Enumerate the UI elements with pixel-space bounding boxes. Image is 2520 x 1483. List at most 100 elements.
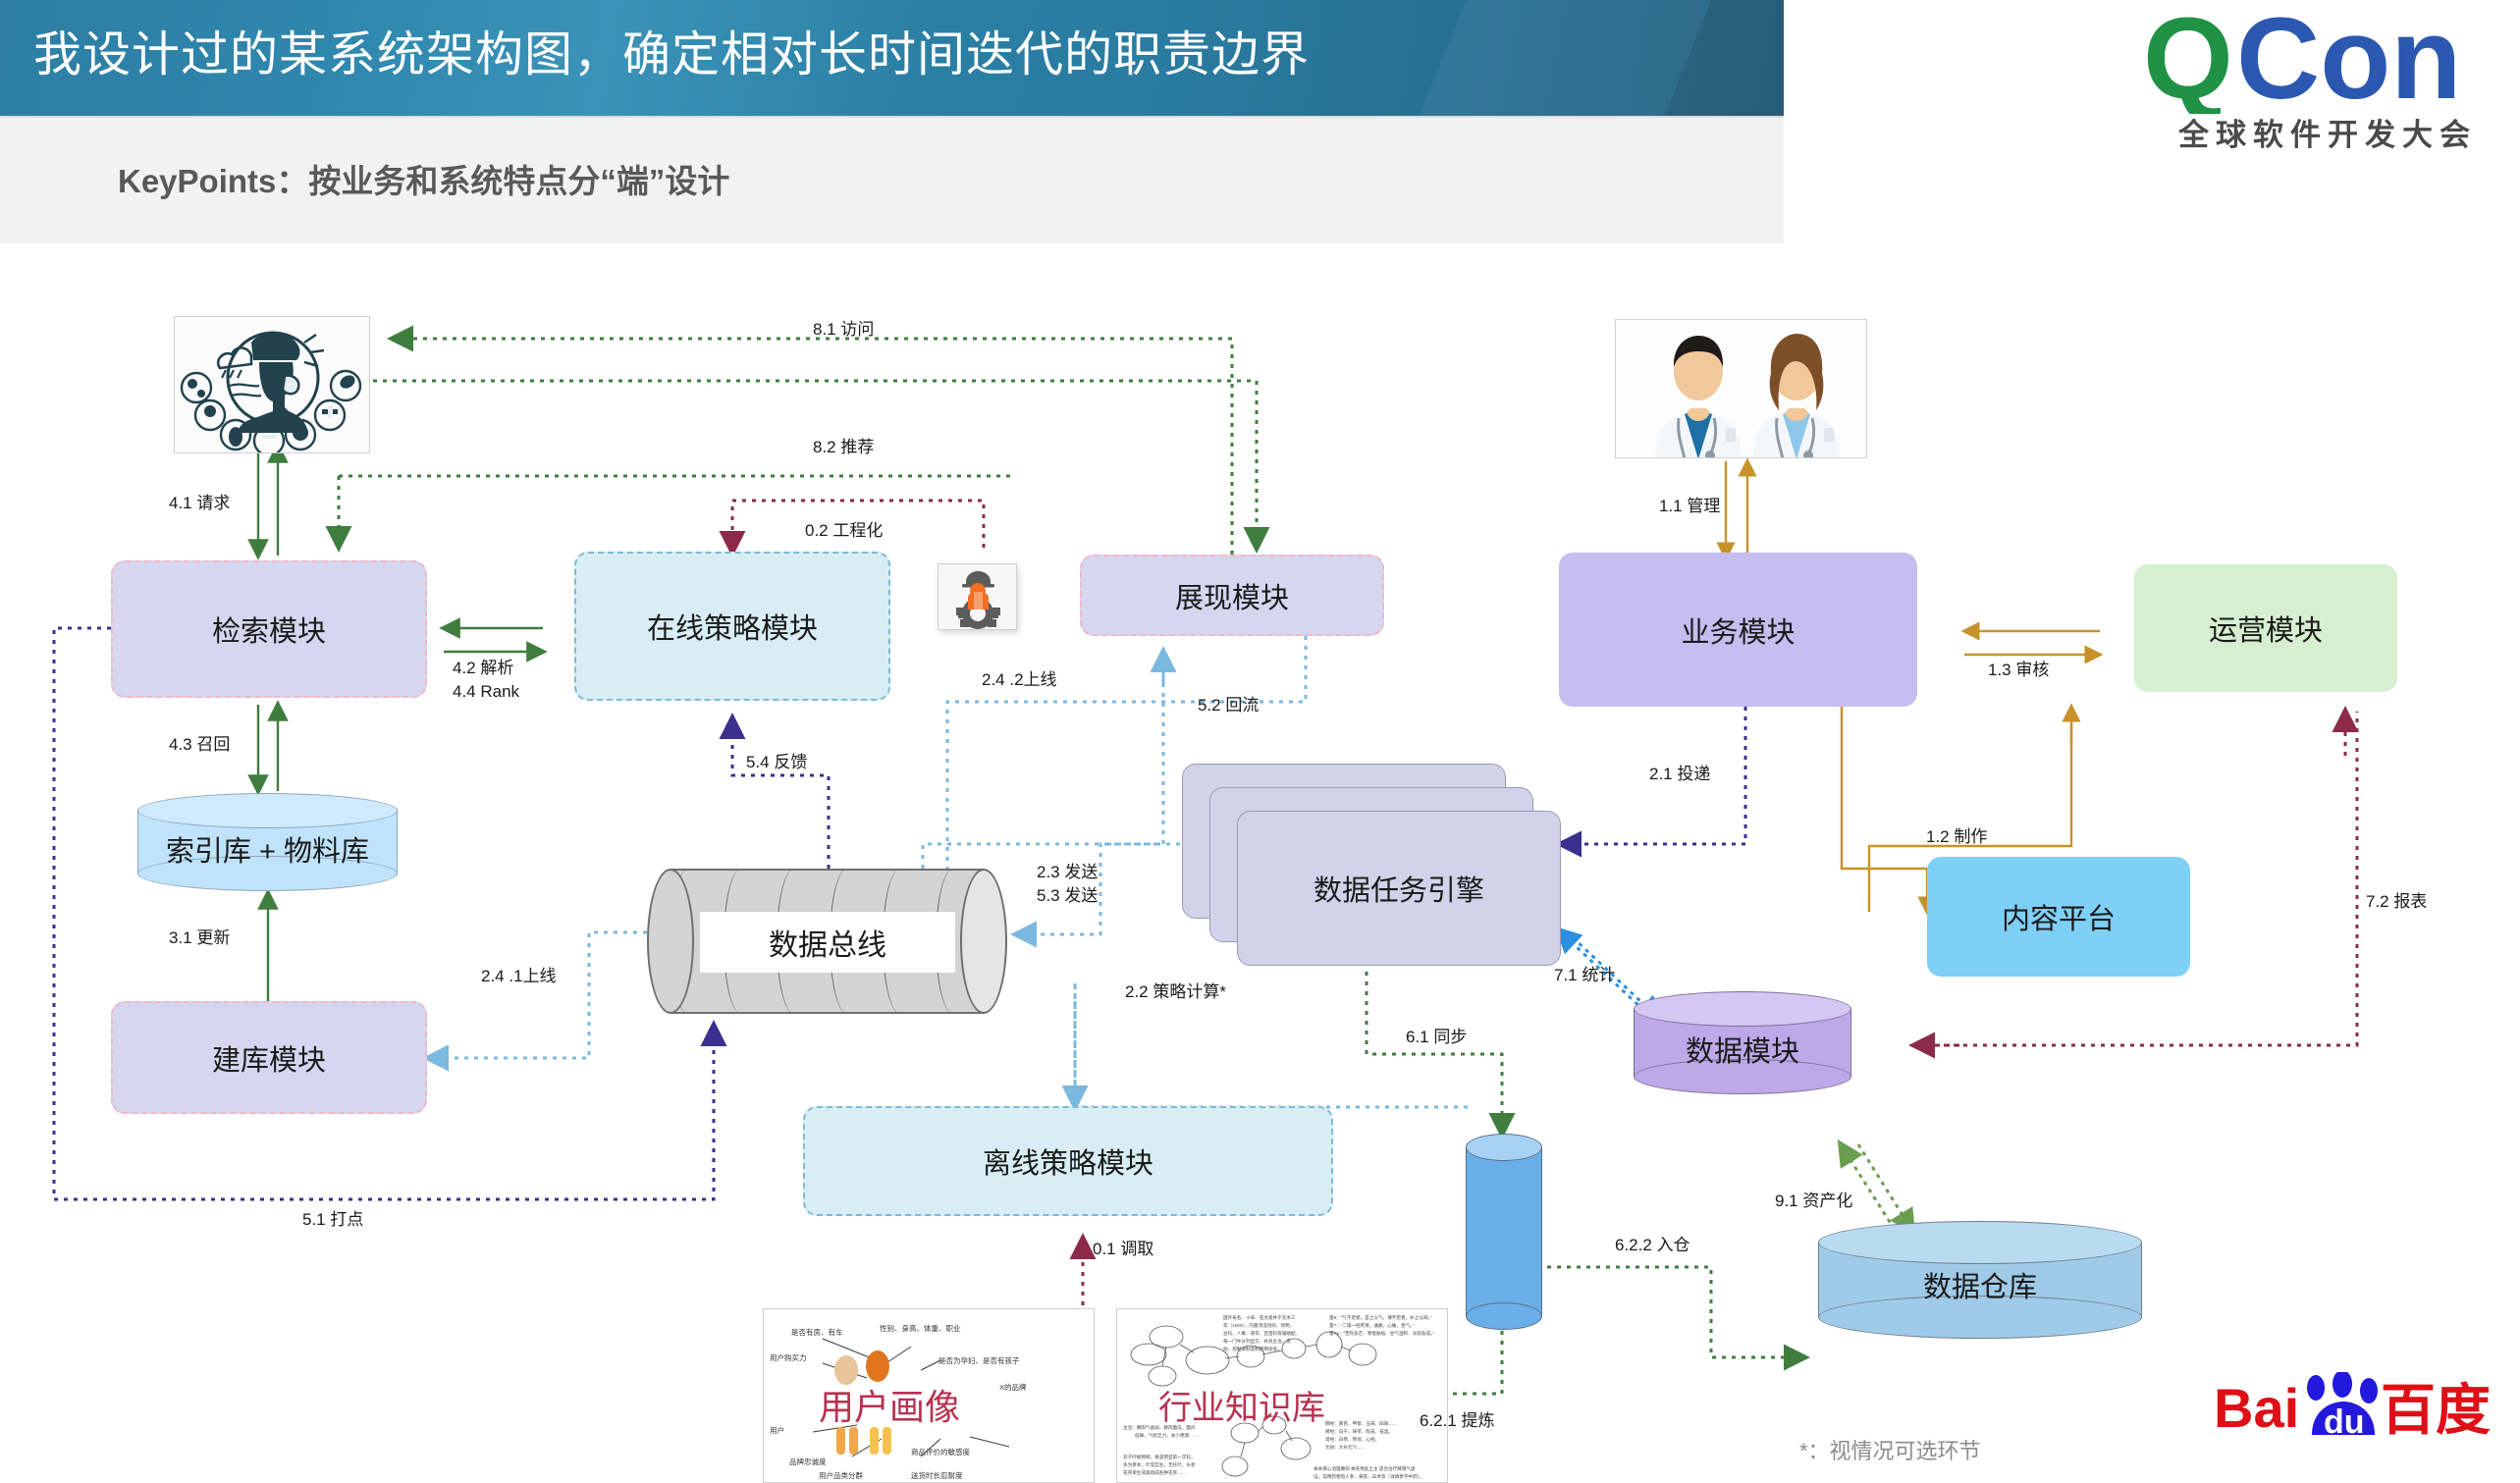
svg-text:每一门牛分列显方、并具主治、反: 每一门牛分列显方、并具主治、反 (1223, 1338, 1291, 1345)
node-index-store[interactable]: 索引库 + 物料库 (137, 793, 398, 891)
node-build-index-module[interactable]: 建库模块 (111, 1001, 427, 1114)
svg-text:豆科、人乘、茯苓、百首科等辅助配。: 豆科、人乘、茯苓、百首科等辅助配。 (1223, 1330, 1300, 1337)
node-data-task-engine[interactable]: 数据任务引擎 (1182, 764, 1565, 972)
edge-label-6-2-2: 6.2.2 入仓 (1615, 1236, 1690, 1254)
node-label: 数据总线 (700, 912, 955, 973)
edge-label-6-1: 6.1 同步 (1406, 1028, 1468, 1046)
node-label: 内容平台 (2001, 904, 2116, 935)
svg-text:脾经：白干、味苓、陈皮、祛温。: 脾经：白干、味苓、陈皮、祛温。 (1325, 1428, 1393, 1435)
footnote-text: *：视情况可选环节 (1799, 1439, 1981, 1463)
edge-label-8-1: 8.1 访问 (813, 320, 875, 339)
svg-text:Bai: Bai (2214, 1377, 2299, 1439)
svg-text:用户: 用户 (770, 1425, 784, 1435)
edge-label-5-3: 5.3 发送 (1037, 886, 1099, 905)
svg-text:年（1080），内服汤浸消则、停明、: 年（1080），内服汤浸消则、停明、 (1223, 1322, 1294, 1329)
user-profile-thumbnail: 是否有房、有车 性别、身高、体重、职业 用户购买力 是否为孕妇、是否有孩子 X的… (763, 1308, 1095, 1483)
svg-text:性别、身高、体重、职业: 性别、身高、体重、职业 (880, 1323, 961, 1333)
svg-text:肺经：黄芪、甲草、五味、四味……: 肺经：黄芪、甲草、五味、四味…… (1325, 1420, 1398, 1427)
svg-text:商品评价的敏感度: 商品评价的敏感度 (911, 1447, 970, 1457)
header-band (0, 0, 1784, 116)
svg-text:是否有房、有车: 是否有房、有车 (791, 1327, 843, 1337)
edge-label-4-1: 4.1 请求 (169, 494, 231, 512)
edge-label-5-2: 5.2 回流 (1198, 696, 1260, 715)
edge-label-1-1: 1.1 管理 (1659, 497, 1721, 515)
edge-label-2-1: 2.1 投递 (1649, 765, 1711, 783)
edge-label-5-4: 5.4 反馈 (746, 753, 808, 771)
edge-label-9-1: 9.1 资产化 (1775, 1192, 1853, 1210)
svg-text:举本那心消理脾阳 举夹用此土主 适合治疗脾阳气虚: 举本那心消理脾阳 举夹用此土主 适合治疗脾阳气虚 (1314, 1465, 1416, 1472)
edge-label-7-2: 7.2 报表 (2366, 892, 2428, 911)
edge-label-2-4-1: 2.4 .1上线 (481, 967, 557, 985)
svg-text:用户购买力: 用户购买力 (770, 1352, 807, 1362)
node-label: 展现模块 (1174, 582, 1289, 614)
edge-label-4-3: 4.3 召回 (169, 735, 231, 754)
svg-text:品牌忠诚度: 品牌忠诚度 (789, 1457, 827, 1466)
svg-text:肾经：白参、熟地、心经。: 肾经：白参、熟地、心经。 (1325, 1436, 1379, 1443)
edge-label-0-1: 0.1 调取 (1093, 1240, 1154, 1258)
industry-knowledge-mindmap-icon: 国外寿名、十味、名太极并于元木三 年（1080），内服汤浸消则、停明、 豆科、人… (1117, 1309, 1447, 1482)
edge-label-2-4-2: 2.4 .2上线 (982, 670, 1057, 689)
node-retrieval-module[interactable]: 检索模块 (111, 560, 427, 698)
baidu-logo: Bai du 百度 (2214, 1372, 2491, 1441)
keypoints-subtitle: KeyPoints：按业务和系统特点分“端”设计 (118, 163, 730, 199)
qcon-logo: Q Con 全球软件开发大会 (2143, 8, 2506, 160)
svg-text:Q: Q (2143, 8, 2233, 114)
industry-kb-thumbnail: 国外寿名、十味、名太极并于元木三 年（1080），内服汤浸消则、停明、 豆科、人… (1116, 1308, 1448, 1483)
node-label: 离线策略模块 (982, 1148, 1153, 1180)
svg-text:用户画像: 用户画像 (819, 1387, 960, 1427)
svg-text:主治：脾阳气虚弱，脾肉面白，面声: 主治：脾阳气虚弱，脾肉面白，面声 (1123, 1424, 1196, 1431)
node-content-platform[interactable]: 内容平台 (1927, 857, 2190, 977)
edge-label-3-1: 3.1 更新 (169, 928, 231, 947)
svg-text:行业知识库: 行业知识库 (1158, 1390, 1325, 1427)
doctors-icon (1616, 320, 1866, 457)
svg-text:送货时长忍耐度: 送货时长忍耐度 (911, 1470, 963, 1480)
doctor-user-illustration (1615, 319, 1867, 458)
baidu-paw-icon: du (2307, 1372, 2378, 1441)
engineer-icon-frame (938, 563, 1017, 630)
node-label: 业务模块 (1681, 616, 1796, 649)
page-title: 我设计过的某系统架构图，确定相对长时间迭代的职责边界 (33, 28, 1311, 81)
svg-text:双子叶植物纲，根茎明显第一次科，: 双子叶植物纲，根茎明显第一次科， (1123, 1454, 1196, 1460)
subtitle-divider (0, 116, 1784, 145)
svg-text:百度: 百度 (2381, 1379, 2491, 1441)
patient-user-illustration (174, 316, 370, 453)
node-label: 在线策略模块 (646, 613, 818, 645)
node-operation-module[interactable]: 运营模块 (2134, 564, 2397, 692)
node-label: 运营模块 (2208, 615, 2323, 647)
node-data-bus[interactable]: 数据总线 (647, 869, 1007, 1014)
node-business-module[interactable]: 业务模块 (1559, 553, 1917, 707)
svg-text:功效：大补元气……: 功效：大补元气…… (1325, 1444, 1366, 1451)
svg-text:X的品牌: X的品牌 (999, 1382, 1027, 1392)
svg-text:花序单生或再组成各种花序……: 花序单生或再组成各种花序…… (1123, 1469, 1186, 1476)
edge-label-2-3: 2.3 发送 (1037, 863, 1099, 881)
svg-text:du: du (2324, 1404, 2365, 1441)
edge-label-4-4: 4.4 Rank (453, 682, 520, 701)
node-log-cylinder[interactable] (1466, 1134, 1542, 1330)
edge-label-0-2: 0.2 工程化 (805, 521, 884, 540)
svg-text:证，常用药物有人参、黄芪、白术等（详情参学中药）。: 证，常用药物有人参、黄芪、白术等（详情参学中药）。 (1314, 1473, 1424, 1480)
edge-label-4-2: 4.2 解析 (453, 659, 514, 677)
node-data-warehouse[interactable]: 数据仓库 (1818, 1221, 2142, 1339)
svg-text:量7：“二阳一经死胃，通路，心痛，善气。”: 量7：“二阳一经死胃，通路，心痛，善气。” (1329, 1322, 1414, 1329)
edge-label-8-2: 8.2 推荐 (813, 438, 875, 456)
svg-text:Con: Con (2236, 8, 2461, 114)
edge-label-1-3: 1.3 审核 (1988, 661, 2050, 679)
svg-text:是否为孕妇、是否有孩子: 是否为孕妇、是否有孩子 (938, 1355, 1020, 1365)
sick-person-icon (180, 331, 362, 452)
edge-label-7-1: 7.1 统计 (1554, 966, 1616, 984)
node-data-module[interactable]: 数据模块 (1634, 991, 1851, 1094)
edge-label-5-1: 5.1 打点 (302, 1210, 364, 1229)
edge-label-2-2: 2.2 策略计算* (1125, 982, 1226, 1001)
stack-layer-front: 数据任务引擎 (1237, 811, 1561, 966)
qcon-wordmark-icon: Q Con (2143, 8, 2461, 114)
svg-text:佐、炮制调制及制用用途等。: 佐、炮制调制及制用用途等。 (1223, 1346, 1282, 1352)
engineer-gear-icon (938, 564, 1016, 629)
node-display-module[interactable]: 展现模块 (1080, 555, 1384, 636)
node-label: 检索模块 (211, 616, 326, 648)
node-label: 数据仓库 (1922, 1272, 2037, 1303)
node-offline-strategy-module[interactable]: 离线策略模块 (803, 1106, 1333, 1216)
user-profile-mindmap-icon: 是否有房、有车 性别、身高、体重、职业 用户购买力 是否为孕妇、是否有孩子 X的… (764, 1309, 1094, 1482)
svg-text:多为草本，叶常互生，无托叶，头状: 多为草本，叶常互生，无托叶，头状 (1123, 1461, 1196, 1468)
node-online-strategy-module[interactable]: 在线策略模块 (574, 552, 890, 701)
